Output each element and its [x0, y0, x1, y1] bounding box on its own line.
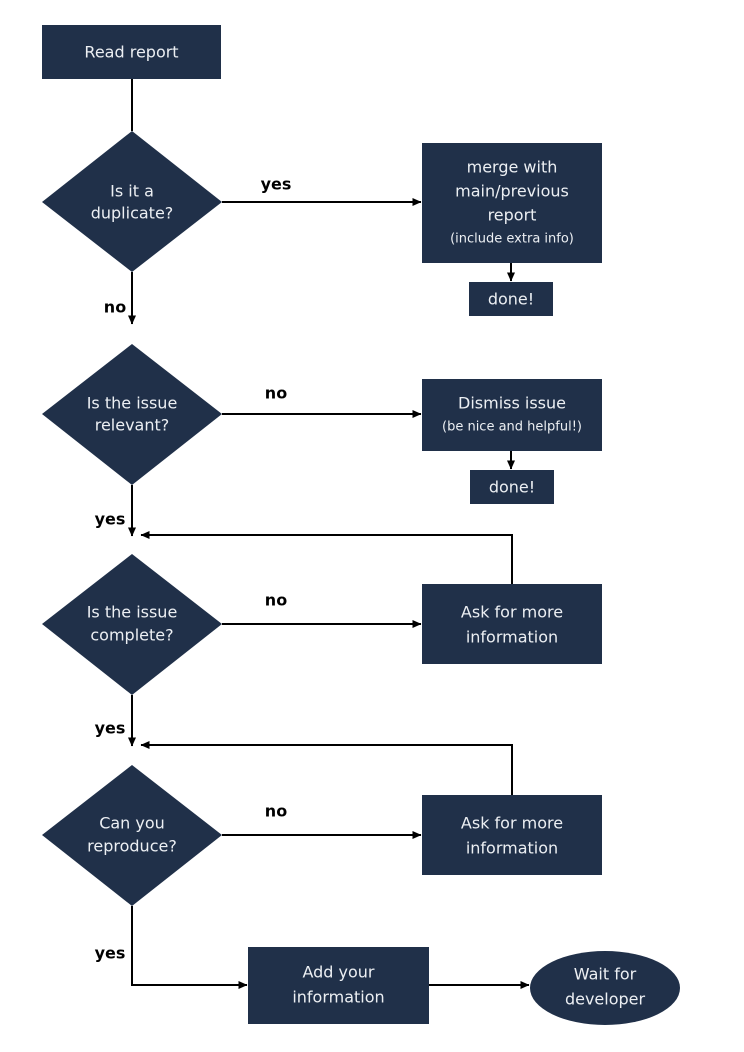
- node-read-report-label: Read report: [84, 43, 178, 62]
- node-is-complete-label-line2: complete?: [90, 626, 173, 645]
- edge-label-reproduce-yes: yes: [95, 944, 126, 963]
- node-can-reproduce-label-line1: Can you: [99, 814, 165, 833]
- edge-ask-more-2-loopback: [140, 741, 513, 795]
- node-add-info-label-line2: information: [292, 988, 384, 1007]
- node-done-merge[interactable]: done!: [469, 282, 553, 316]
- node-ask-more-1[interactable]: Ask for more information: [422, 584, 602, 664]
- node-is-duplicate-label-line1: Is it a: [110, 182, 154, 201]
- node-done-merge-label: done!: [488, 290, 534, 309]
- node-ask-more-2-label-line2: information: [466, 839, 558, 858]
- edge-label-complete-no: no: [265, 591, 287, 610]
- node-is-complete[interactable]: Is the issue complete?: [42, 554, 222, 695]
- node-is-duplicate[interactable]: Is it a duplicate?: [42, 131, 222, 272]
- node-ask-more-2-label-line1: Ask for more: [461, 814, 563, 833]
- node-is-relevant-label-line2: relevant?: [95, 416, 170, 435]
- edge-label-relevant-yes: yes: [95, 510, 126, 529]
- node-can-reproduce[interactable]: Can you reproduce?: [42, 765, 222, 906]
- node-dismiss-issue-label-line1: Dismiss issue: [458, 394, 566, 413]
- node-can-reproduce-label-line2: reproduce?: [87, 837, 177, 856]
- node-dismiss-issue-label-line2: (be nice and helpful!): [442, 420, 582, 435]
- node-done-dismiss[interactable]: done!: [470, 470, 554, 504]
- node-ask-more-2[interactable]: Ask for more information: [422, 795, 602, 875]
- node-is-relevant[interactable]: Is the issue relevant?: [42, 344, 222, 485]
- node-wait-developer[interactable]: Wait for developer: [530, 951, 680, 1025]
- node-add-info[interactable]: Add your information: [248, 947, 429, 1024]
- node-dismiss-issue[interactable]: Dismiss issue (be nice and helpful!): [422, 379, 602, 451]
- node-wait-developer-label-line1: Wait for: [574, 965, 637, 984]
- node-ask-more-1-label-line1: Ask for more: [461, 603, 563, 622]
- node-is-complete-label-line1: Is the issue: [87, 603, 178, 622]
- node-is-duplicate-label-line2: duplicate?: [91, 204, 174, 223]
- node-done-dismiss-label: done!: [489, 478, 535, 497]
- edge-label-relevant-no: no: [265, 384, 287, 403]
- edge-label-duplicate-no: no: [104, 298, 126, 317]
- edge-ask-more-1-loopback: [140, 531, 513, 584]
- node-is-relevant-label-line1: Is the issue: [87, 394, 178, 413]
- edge-label-complete-yes: yes: [95, 719, 126, 738]
- node-add-info-label-line1: Add your: [302, 963, 374, 982]
- node-read-report[interactable]: Read report: [42, 25, 221, 79]
- node-merge-report-label-line1: merge with: [467, 158, 558, 177]
- node-merge-report-label-line3: report: [488, 206, 537, 225]
- edge-label-reproduce-no: no: [265, 802, 287, 821]
- node-ask-more-1-label-line2: information: [466, 628, 558, 647]
- node-merge-report-label-line4: (include extra info): [450, 232, 574, 247]
- node-merge-report[interactable]: merge with main/previous report (include…: [422, 143, 602, 263]
- node-wait-developer-label-line2: developer: [565, 990, 646, 1009]
- node-merge-report-label-line2: main/previous: [455, 182, 569, 201]
- edge-label-duplicate-yes: yes: [261, 175, 292, 194]
- edge-reproduce-yes: [131, 906, 248, 989]
